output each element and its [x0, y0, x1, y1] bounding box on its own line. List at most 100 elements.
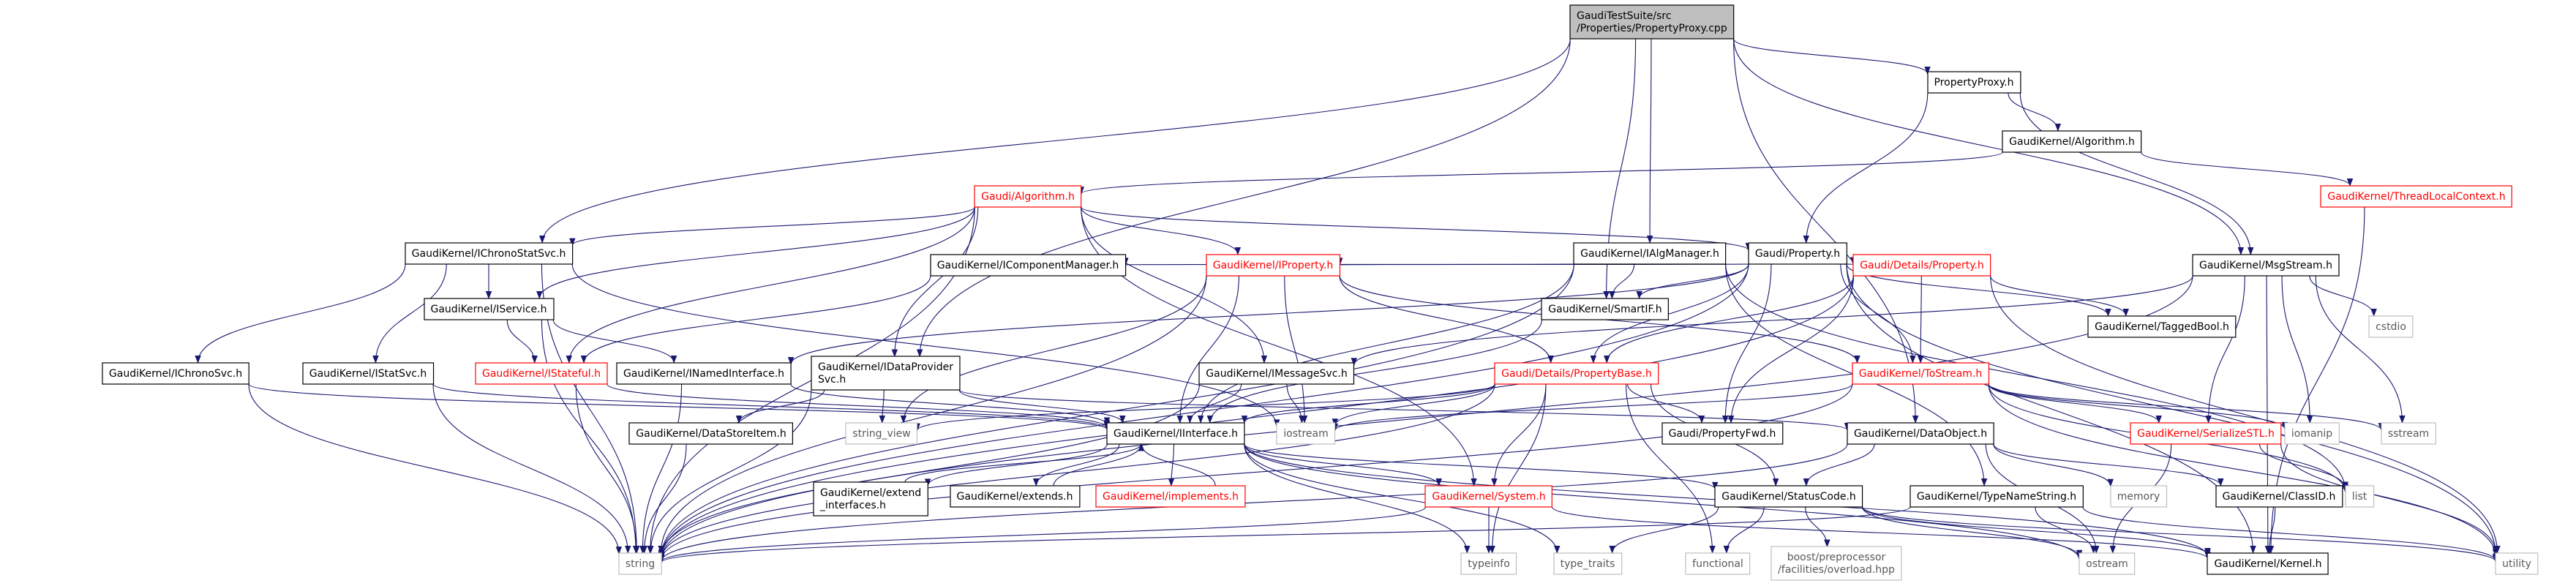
node-k-algorithm[interactable]: GaudiKernel/Algorithm.h	[2002, 130, 2142, 153]
node-k-istateful[interactable]: GaudiKernel/IStateful.h	[475, 362, 608, 385]
node-box	[2215, 485, 2343, 508]
node-k-datastoreitem[interactable]: GaudiKernel/DataStoreItem.h	[628, 422, 793, 445]
node-g-property[interactable]: Gaudi/Property.h	[1748, 242, 1847, 265]
edge-k-iservice-to-k-inamed	[552, 319, 677, 364]
edge-k-statuscode-to-boost-overload	[1805, 506, 1830, 548]
node-box	[616, 362, 792, 385]
node-box	[811, 356, 961, 391]
edge-k-ichronostat-to-k-iservice	[485, 264, 492, 299]
edge-k-istatsvc-to-string	[432, 383, 631, 554]
edge-k-iinterface-to-k-extends	[1032, 443, 1120, 487]
node-proxy-h[interactable]: PropertyProxy.h	[1927, 71, 2021, 94]
edge-k-msgstream-to-cstdio	[2309, 275, 2377, 317]
node-label: GaudiKernel/StatusCode.h	[1721, 491, 1856, 503]
node-k-icomponentmgr[interactable]: GaudiKernel/IComponentManager.h	[930, 254, 1127, 277]
node-box	[2087, 315, 2237, 338]
node-box	[1770, 546, 1902, 581]
edge-k-tostream-to-iomanip	[1988, 383, 2288, 430]
node-g-propertyfwd[interactable]: Gaudi/PropertyFwd.h	[1661, 422, 1784, 445]
node-box	[1852, 362, 1990, 385]
node-box	[2002, 130, 2142, 153]
node-k-serializestl[interactable]: GaudiKernel/SerializeSTL.h	[2130, 422, 2282, 445]
node-label: Gaudi/PropertyFwd.h	[1669, 428, 1776, 440]
node-g-algorithm[interactable]: Gaudi/Algorithm.h	[974, 185, 1082, 208]
edge-k-dataobject-to-k-classid	[1993, 443, 2224, 487]
node-box	[1661, 422, 1784, 445]
node-label: /facilities/overload.hpp	[1778, 564, 1895, 576]
node-k-imessagesvc[interactable]: GaudiKernel/IMessageSvc.h	[1198, 362, 1355, 385]
edge-g-details-property-to-k-tostream	[1917, 275, 1924, 364]
node-label: GaudiTestSuite/src	[1577, 10, 1672, 22]
node-g-details-property[interactable]: Gaudi/Details/Property.h	[1852, 254, 1991, 277]
node-g-propertybase[interactable]: Gaudi/Details/PropertyBase.h	[1494, 362, 1659, 385]
edge-k-statuscode-to-k-kernel	[1862, 506, 2211, 556]
edge-k-idataprovider-to-string	[647, 389, 812, 554]
node-box	[1541, 298, 1669, 320]
edge-g-property-to-g-propertybase	[1590, 263, 1749, 364]
node-k-taggedbool[interactable]: GaudiKernel/TaggedBool.h	[2087, 315, 2237, 338]
node-k-statuscode[interactable]: GaudiKernel/StatusCode.h	[1714, 485, 1863, 508]
node-k-istatsvc[interactable]: GaudiKernel/IStatSvc.h	[302, 362, 435, 385]
edge-k-statuscode-to-type-traits	[1609, 506, 1719, 554]
node-k-tostream[interactable]: GaudiKernel/ToStream.h	[1852, 362, 1990, 385]
edge-k-ichronostat-to-string	[541, 263, 640, 554]
node-k-threadlocal[interactable]: GaudiKernel/ThreadLocalContext.h	[2320, 185, 2512, 208]
edge-g-property-to-g-propertyfwd	[1721, 263, 1772, 424]
edge-k-imessagesvc-to-k-iinterface	[1187, 383, 1242, 424]
node-boost-overload: boost/preprocessor/facilities/overload.h…	[1770, 546, 1902, 581]
node-label: Gaudi/Details/Property.h	[1860, 260, 1984, 271]
edge-k-algorithm-to-k-threadlocal	[2141, 151, 2354, 187]
edge-k-extend-interfaces-to-k-iinterface	[904, 443, 1145, 483]
node-label: GaudiKernel/IStatSvc.h	[309, 368, 427, 380]
node-box	[1424, 485, 1552, 508]
node-label: GaudiKernel/extend	[820, 487, 921, 499]
node-label: GaudiKernel/SmartIF.h	[1548, 304, 1661, 315]
node-label: ostream	[2086, 558, 2128, 570]
node-typeinfo: typeinfo	[1460, 552, 1517, 575]
edge-k-tostream-to-k-serializestl	[1988, 383, 2162, 424]
edge-k-statuscode-to-functional	[1723, 506, 1765, 554]
node-k-iservice[interactable]: GaudiKernel/IService.h	[424, 298, 555, 320]
node-box	[2284, 422, 2340, 445]
node-box	[1276, 422, 1336, 445]
node-label: GaudiKernel/extends.h	[957, 491, 1073, 503]
node-box	[2381, 422, 2436, 445]
node-root[interactable]: GaudiTestSuite/src/Properties/PropertyPr…	[1569, 4, 1735, 40]
node-label: GaudiKernel/MsgStream.h	[2199, 260, 2332, 271]
edge-g-algorithm-to-k-ichronostat	[569, 206, 975, 247]
node-k-dataobject[interactable]: GaudiKernel/DataObject.h	[1847, 422, 1994, 445]
edge-k-idataprovider-to-k-datastoreitem	[735, 389, 825, 424]
node-k-classid[interactable]: GaudiKernel/ClassID.h	[2215, 485, 2343, 508]
node-k-system[interactable]: GaudiKernel/System.h	[1424, 485, 1552, 508]
node-label: GaudiKernel/implements.h	[1103, 491, 1239, 503]
node-k-ichronostat[interactable]: GaudiKernel/IChronoStatSvc.h	[405, 242, 574, 265]
edge-root-to-k-idataprovider	[916, 38, 1571, 358]
node-label: string	[626, 558, 655, 570]
node-k-ichronosvc[interactable]: GaudiKernel/IChronoSvc.h	[102, 362, 249, 385]
node-box	[102, 362, 249, 385]
node-k-typenamestring[interactable]: GaudiKernel/TypeNameString.h	[1910, 485, 2084, 508]
node-k-inamed[interactable]: GaudiKernel/INamedInterface.h	[616, 362, 792, 385]
node-k-msgstream[interactable]: GaudiKernel/MsgStream.h	[2192, 254, 2340, 277]
node-k-iinterface[interactable]: GaudiKernel/IInterface.h	[1106, 422, 1245, 445]
node-k-ialgmanager[interactable]: GaudiKernel/IAlgManager.h	[1573, 242, 1727, 265]
edge-k-typenamestring-to-ostream	[2035, 506, 2097, 554]
node-label: GaudiKernel/System.h	[1432, 491, 1545, 503]
node-k-smartif[interactable]: GaudiKernel/SmartIF.h	[1541, 298, 1669, 320]
node-label: GaudiKernel/SerializeSTL.h	[2137, 428, 2275, 440]
node-box	[1095, 485, 1246, 508]
edge-k-idataprovider-to-k-iinterface	[958, 389, 1126, 424]
node-k-iproperty[interactable]: GaudiKernel/IProperty.h	[1206, 254, 1341, 277]
edge-g-propertybase-to-iostream	[1332, 383, 1495, 427]
edge-k-statuscode-to-utility	[1862, 506, 2499, 563]
node-k-extend-interfaces[interactable]: GaudiKernel/extend_interfaces.h	[813, 481, 928, 516]
edge-k-inamed-to-k-iinterface	[790, 383, 1111, 426]
node-box	[813, 481, 928, 516]
node-k-kernel[interactable]: GaudiKernel/Kernel.h	[2207, 552, 2329, 575]
edge-k-classid-to-k-kernel	[2266, 506, 2276, 554]
node-label: GaudiKernel/DataStoreItem.h	[636, 428, 786, 440]
node-k-implements[interactable]: GaudiKernel/implements.h	[1095, 485, 1246, 508]
node-k-extends[interactable]: GaudiKernel/extends.h	[950, 485, 1081, 508]
edge-k-msgstream-to-string	[658, 275, 2193, 560]
